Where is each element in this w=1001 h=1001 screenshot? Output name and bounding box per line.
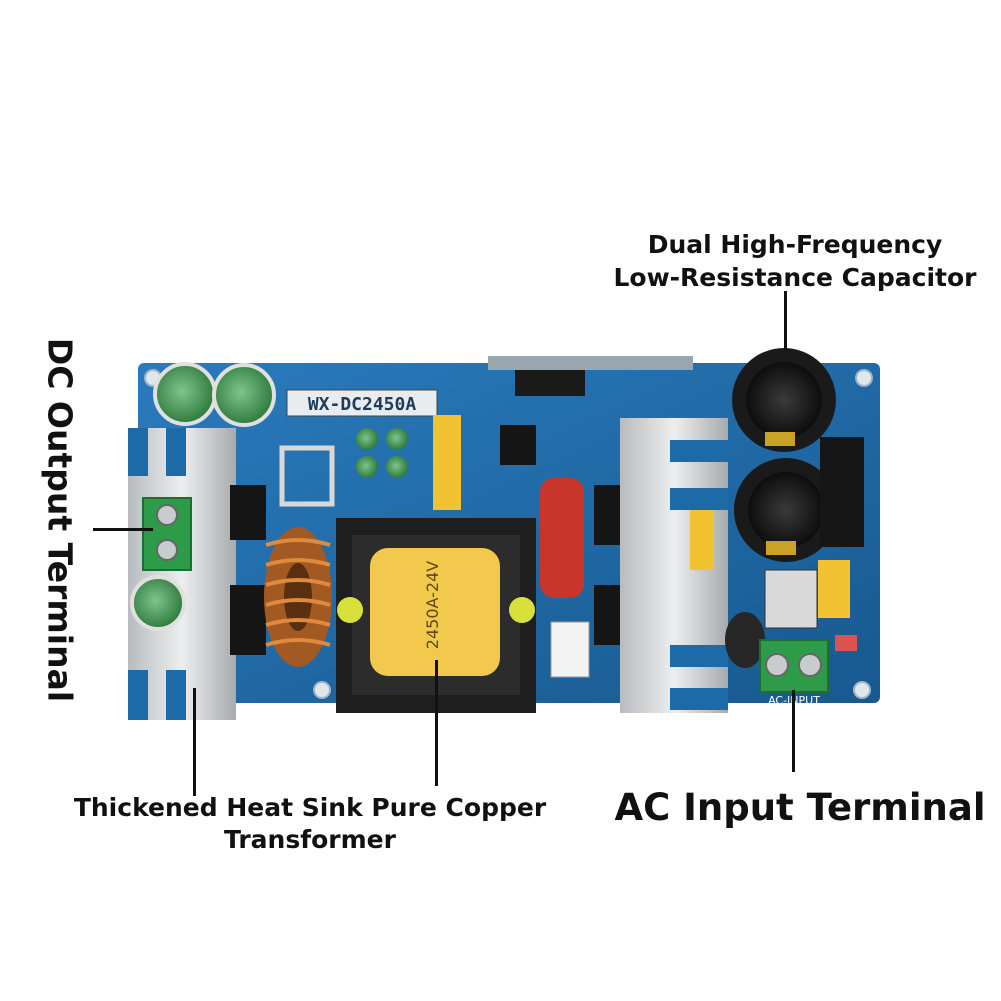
- toroid-inductor: [264, 527, 332, 667]
- capacitor-annotation: Dual High-Frequency Low-Resistance Capac…: [595, 228, 995, 294]
- left-heatsink: [128, 428, 266, 720]
- green-capacitor: [130, 575, 186, 631]
- dc-output-terminal-block: [142, 497, 192, 571]
- ac-input-terminal-block: [759, 639, 829, 693]
- heatsink-transformer-annotation: Thickened Heat Sink Pure Copper Transfor…: [60, 792, 560, 856]
- bridge-rectifier: [820, 437, 864, 547]
- ac-input-annotation: AC Input Terminal: [614, 786, 986, 829]
- ac-input-callout-line: [792, 690, 795, 772]
- heatsink-annotation-line2: Transformer: [224, 825, 396, 854]
- mounting-hole: [313, 681, 331, 699]
- green-capacitor: [153, 362, 217, 426]
- mounting-hole: [855, 369, 873, 387]
- transformer-marking: 2450A-24V: [423, 561, 442, 649]
- header-connector: [488, 356, 693, 370]
- yellow-capacitor: [690, 510, 714, 570]
- mosfet: [594, 485, 624, 545]
- common-mode-choke: [764, 569, 818, 629]
- model-label-plate: [286, 389, 438, 417]
- mounting-hole: [853, 681, 871, 699]
- mosfet: [594, 585, 624, 645]
- heatsink-callout-line: [193, 688, 196, 796]
- small-capacitor: [356, 456, 378, 478]
- small-capacitor: [386, 428, 408, 450]
- white-component: [550, 621, 590, 678]
- small-capacitor: [386, 456, 408, 478]
- yellow-transformer-small: [433, 415, 461, 510]
- x-capacitor: [818, 560, 850, 618]
- varistor: [725, 612, 765, 668]
- capacitor-callout-line: [784, 291, 787, 351]
- dc-output-callout-line: [93, 528, 153, 531]
- heatsink-annotation-line1: Thickened Heat Sink Pure Copper: [73, 793, 547, 822]
- electrolytic-capacitor-bottom: [734, 458, 838, 562]
- capacitor-annotation-line2: Low-Resistance Capacitor: [613, 263, 977, 292]
- film-capacitor: [540, 478, 584, 598]
- pin-header: [515, 370, 585, 396]
- capacitor-annotation-line1: Dual High-Frequency: [647, 230, 943, 259]
- dc-output-annotation: DC Output Terminal: [40, 337, 80, 703]
- resistor-array: [279, 445, 335, 507]
- fuse-red: [835, 635, 857, 651]
- transformer-callout-line: [435, 660, 438, 786]
- ic-chip: [500, 425, 536, 465]
- small-capacitor: [356, 428, 378, 450]
- electrolytic-capacitor-top: [732, 348, 836, 452]
- model-silkscreen: WX-DC2450A: [308, 394, 417, 415]
- green-capacitor: [212, 363, 276, 427]
